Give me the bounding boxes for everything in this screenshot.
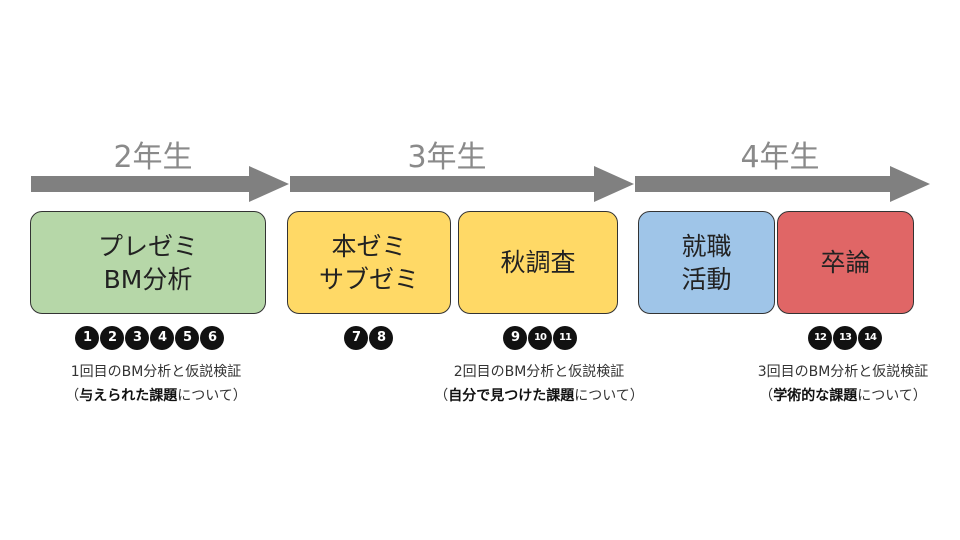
note-open: （ [759,388,774,404]
note-2: 2回目のBM分析と仮説検証 （自分で見つけた課題について） [416,360,662,408]
step-number: 7 [344,326,368,350]
step-number: 4 [150,326,174,350]
step-number: 3 [125,326,149,350]
note-line1: 2回目のBM分析と仮説検証 [453,364,625,380]
step-number: 1 [75,326,99,350]
phase-label: 秋調査 [500,248,576,277]
note-open: （ [434,388,449,404]
phase-box-honzemi: 本ゼミ サブゼミ [287,211,451,314]
timeline-arrow-year4 [635,166,930,202]
step-number: 12 [808,326,832,350]
step-number: 8 [369,326,393,350]
step-numbers-group-1: 1 2 3 4 5 6 [75,326,224,352]
phase-label-line2: サブゼミ [318,264,419,294]
timeline-arrow-year2 [31,166,289,202]
phase-label-line2: 活動 [681,264,732,294]
step-number: 2 [100,326,124,350]
step-number: 14 [858,326,882,350]
step-number: 10 [528,326,552,350]
note-1: 1回目のBM分析と仮説検証 （与えられた課題について） [38,360,274,408]
phase-label-line2: BM分析 [103,264,193,294]
phase-label-line1: プレゼミ [97,231,198,261]
step-number: 6 [200,326,224,350]
step-numbers-group-3: 9 10 11 [503,326,577,352]
year-label-2: 2年生 [113,140,193,175]
phase-label: 卒論 [820,248,871,277]
note-bold: 学術的な課題 [773,388,858,404]
note-open: （ [65,388,80,404]
year-label-3: 3年生 [407,140,487,175]
timeline-arrow-year3 [290,166,634,202]
phase-box-sotsuron: 卒論 [777,211,914,314]
step-number: 13 [833,326,857,350]
phase-box-shushoku: 就職 活動 [638,211,775,314]
note-rest: について） [574,388,644,404]
note-line2: （与えられた課題について） [38,384,274,408]
note-line2: （学術的な課題について） [730,384,956,408]
year-label-4: 4年生 [740,140,820,175]
note-rest: について） [177,388,247,404]
phase-box-prezemi: プレゼミ BM分析 [30,211,266,314]
note-3: 3回目のBM分析と仮説検証 （学術的な課題について） [730,360,956,408]
note-line1: 3回目のBM分析と仮説検証 [757,364,929,380]
phase-label-line1: 本ゼミ [331,231,407,261]
step-numbers-group-2: 7 8 [344,326,393,352]
note-line2: （自分で見つけた課題について） [416,384,662,408]
step-numbers-group-4: 12 13 14 [808,326,882,352]
note-bold: 自分で見つけた課題 [448,388,575,404]
note-rest: について） [857,388,927,404]
step-number: 9 [503,326,527,350]
step-number: 5 [175,326,199,350]
step-number: 11 [553,326,577,350]
note-bold: 与えられた課題 [79,388,178,404]
phase-box-aki-chousa: 秋調査 [458,211,618,314]
note-line1: 1回目のBM分析と仮説検証 [70,364,242,380]
phase-label-line1: 就職 [681,231,732,261]
